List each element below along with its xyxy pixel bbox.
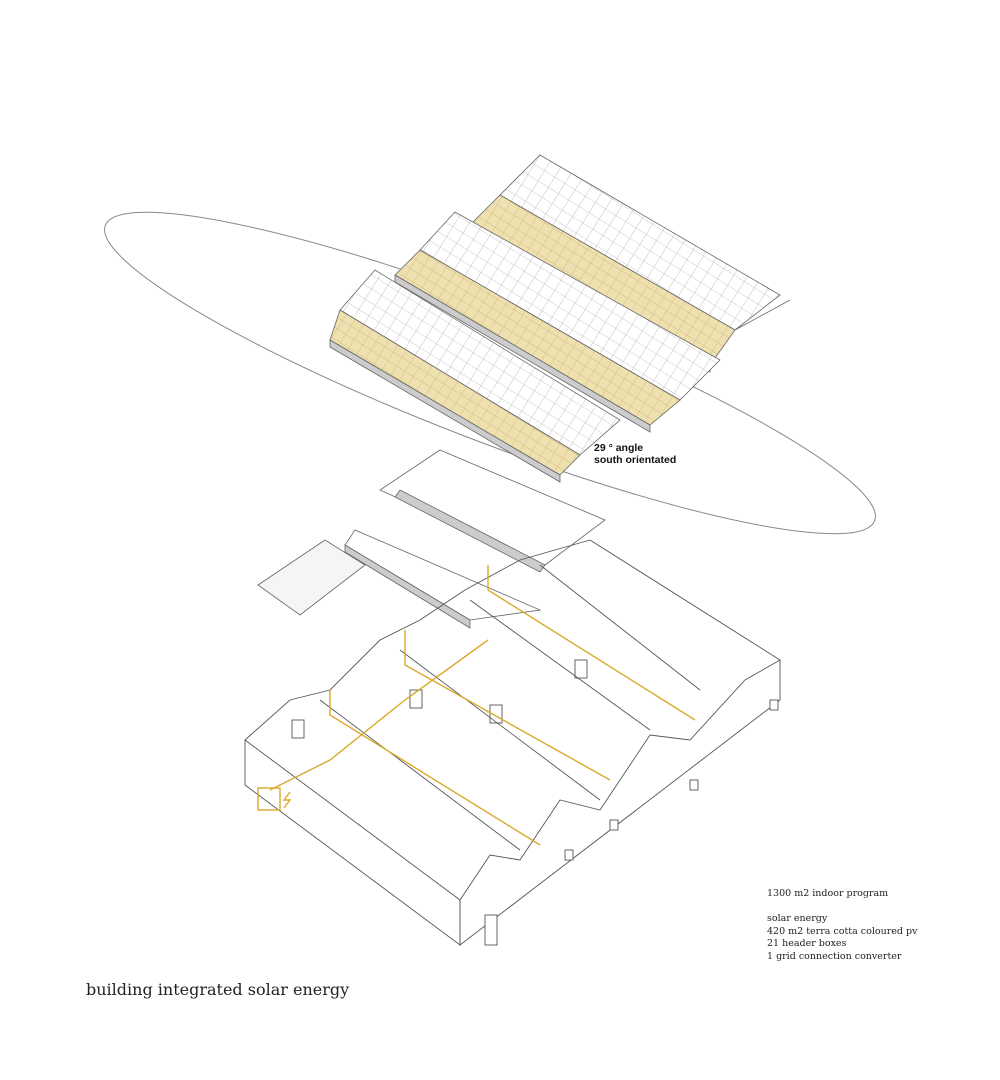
notes-heading: solar energy xyxy=(767,913,828,924)
roof-module-3 xyxy=(329,269,621,483)
notes-item: 1 grid connection converter xyxy=(767,950,902,962)
program-notes: 1300 m2 indoor program solar energy 420 … xyxy=(767,888,917,963)
roof-module-2 xyxy=(394,211,721,433)
program-area: 1300 m2 indoor program xyxy=(767,888,889,899)
angle-annotation: 29 ° angle south orientated xyxy=(594,442,676,466)
angle-label: 29 ° angle xyxy=(594,442,644,454)
notes-item: 420 m2 terra cotta coloured pv xyxy=(767,925,918,937)
notes-item: 21 header boxes xyxy=(767,938,847,949)
building-base xyxy=(244,539,781,946)
roof-slabs xyxy=(257,449,606,629)
orientation-label: south orientated xyxy=(594,454,677,466)
drawing-caption: building integrated solar energy xyxy=(86,980,350,999)
solar-wiring xyxy=(257,565,696,846)
